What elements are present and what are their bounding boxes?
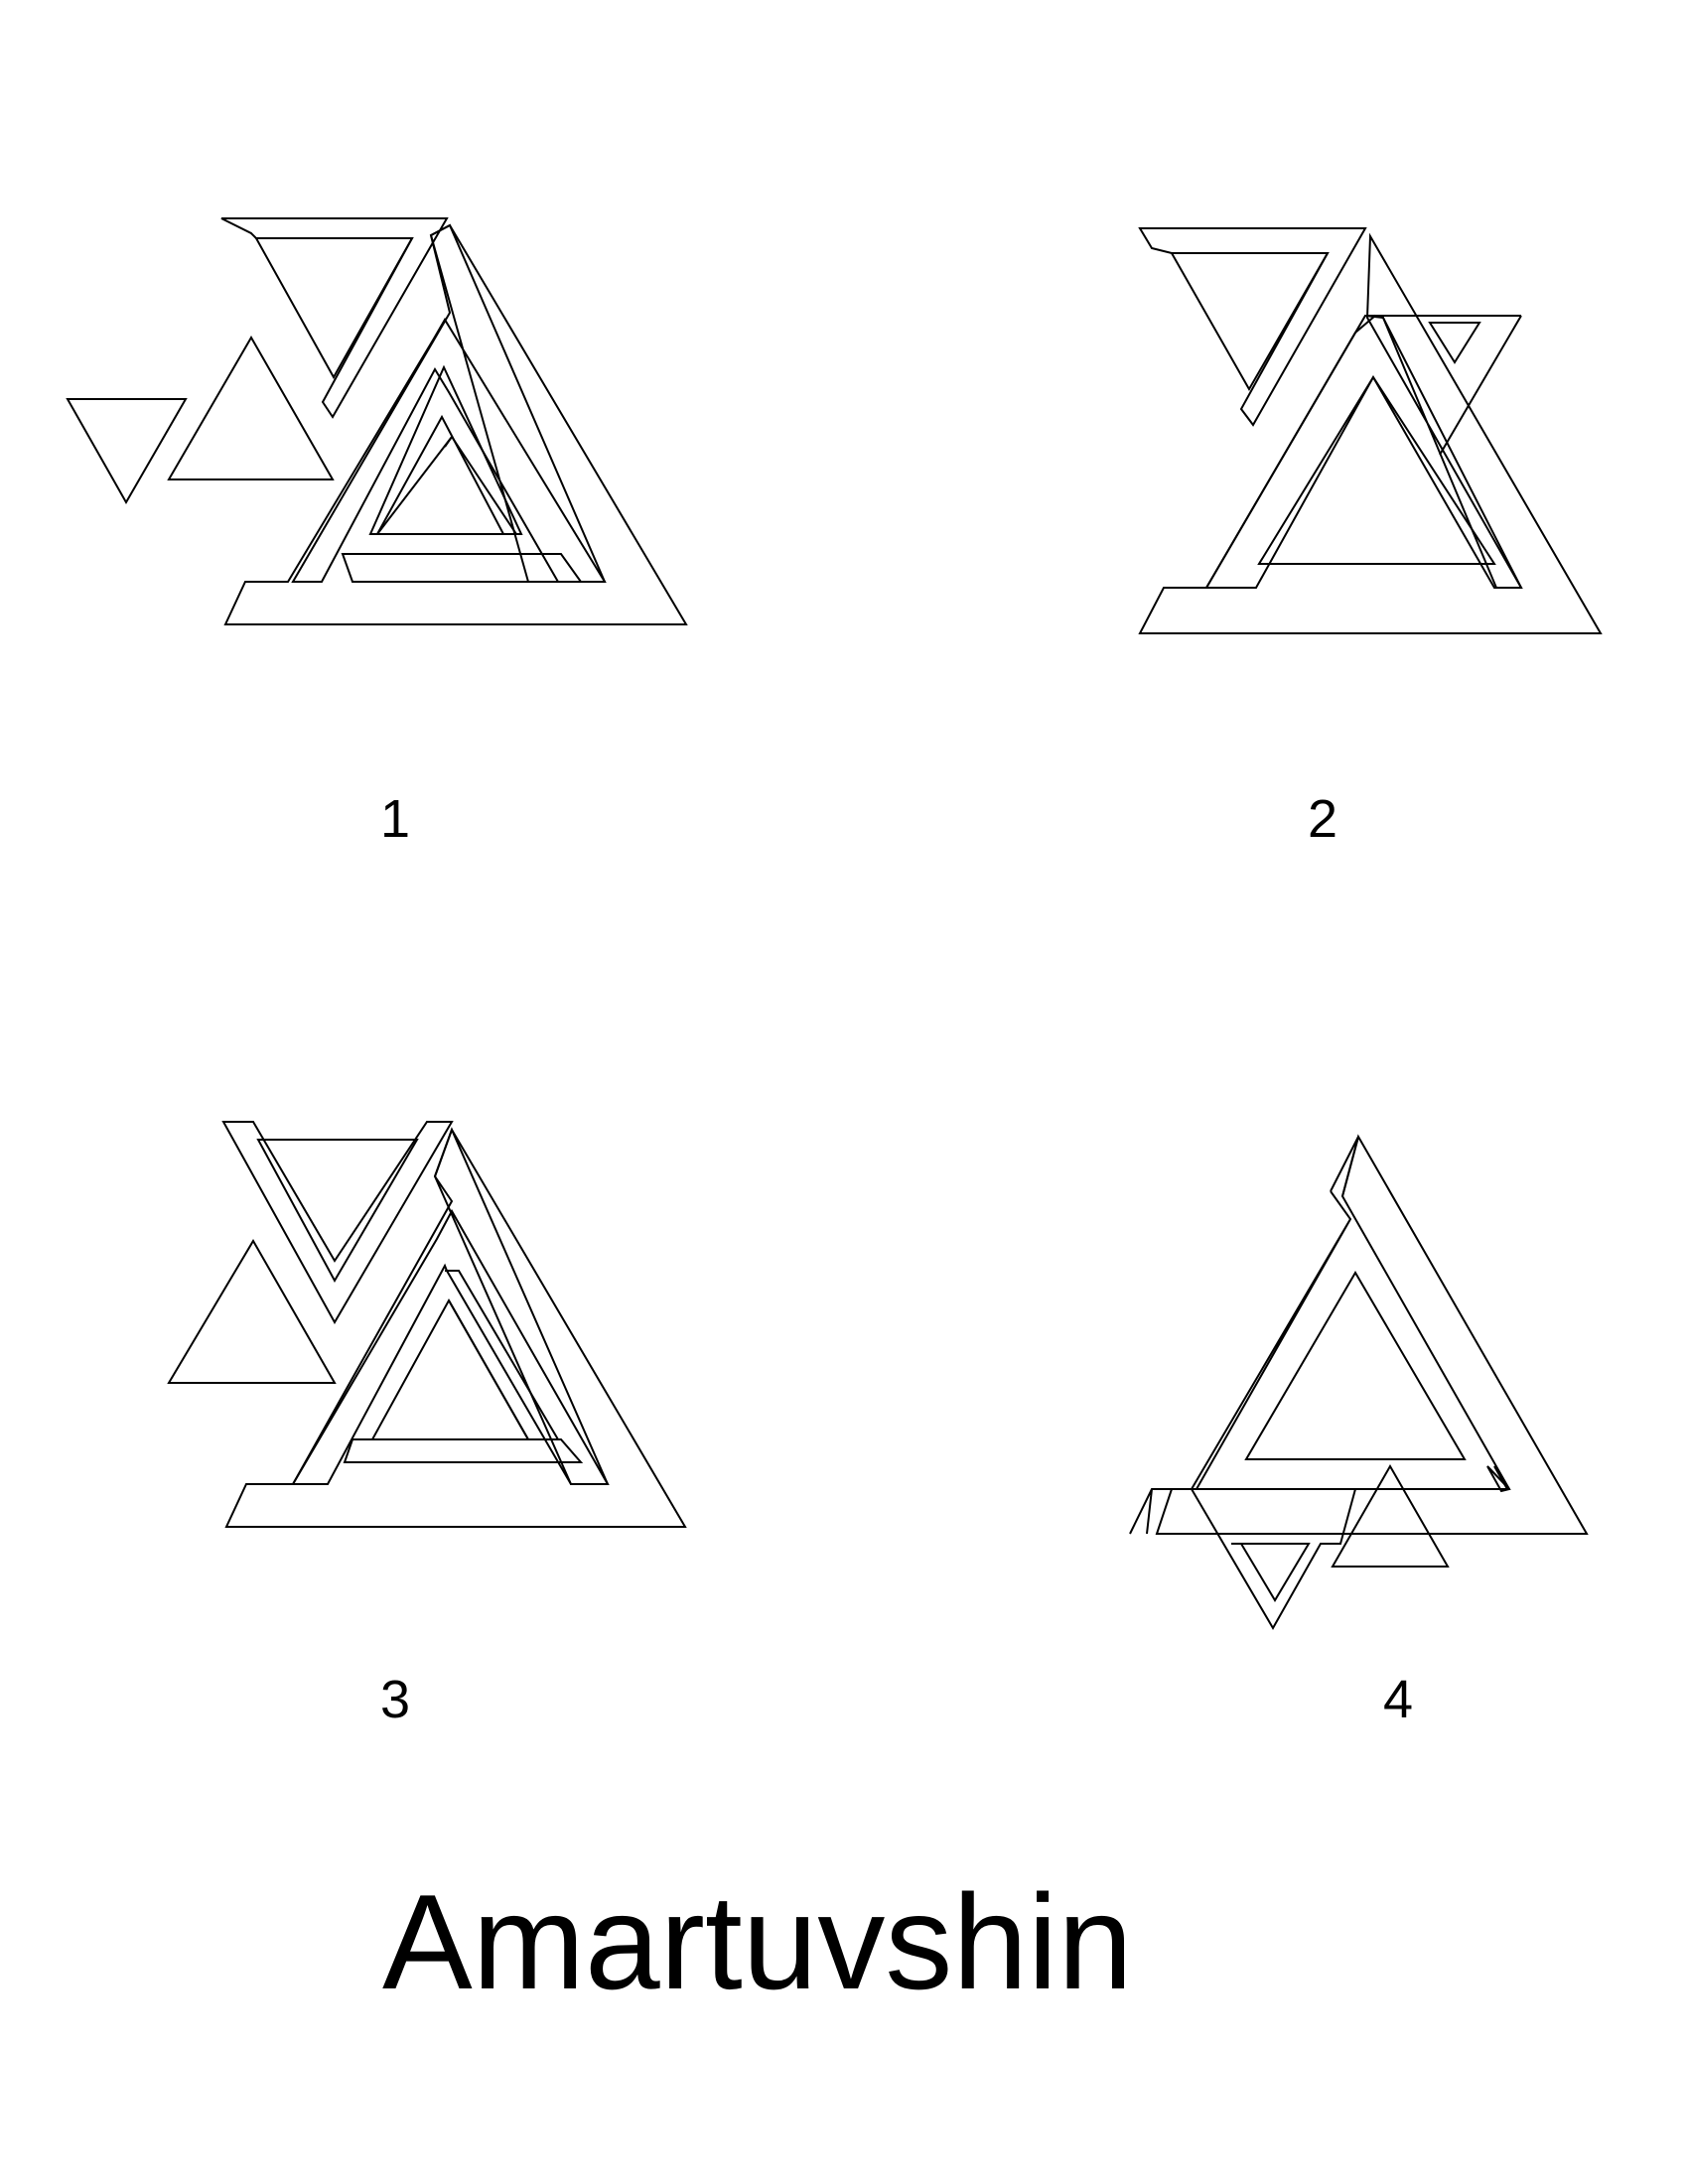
- figure-4-bar-outline: [1152, 1465, 1510, 1490]
- figure-2-overlay-triangle: [1367, 315, 1522, 456]
- figure-1-top-bar: [220, 217, 449, 419]
- figure-3-left-upright-triangle: [167, 1239, 337, 1384]
- figure-3-top-inverted-triangle: [256, 1139, 419, 1284]
- figure-2-outer-triangle: [1138, 232, 1603, 634]
- figure-4-label: 4: [1382, 1670, 1414, 1729]
- figure-2-top-bar: [1138, 227, 1367, 427]
- figure-1-design: [66, 217, 688, 625]
- figure-3-label: 3: [379, 1670, 411, 1729]
- figure-4-horizontal-bar: [1129, 1465, 1510, 1535]
- figure-4-inner-triangle: [1244, 1271, 1467, 1460]
- figure-3-top-zigzag: [221, 1121, 454, 1325]
- figure-1-middle-chevron: [291, 223, 607, 583]
- figure-4-design: [1129, 1134, 1589, 1631]
- figure-3-middle-frame: [291, 1127, 610, 1485]
- author-name: Amartuvshin: [382, 1866, 1133, 2017]
- figure-1-label: 1: [379, 789, 411, 849]
- figure-3-outer-triangle: [224, 1127, 687, 1528]
- figure-2-top-inverted-triangle: [1170, 252, 1330, 392]
- figure-3-inner-bar: [343, 1438, 584, 1463]
- figure-1-left-inverted-triangle: [66, 398, 188, 505]
- figure-2-inner-triangle: [1257, 375, 1496, 565]
- figure-1-inner-triangle: [374, 435, 518, 535]
- figure-4-outer-triangle: [1155, 1134, 1589, 1535]
- figure-4-lower-triangle: [1331, 1463, 1450, 1568]
- figure-1-inner-bar: [341, 553, 583, 583]
- figure-2-middle-frame: [1204, 314, 1523, 589]
- figure-3-inner-frame: [445, 1270, 560, 1440]
- figure-2-label: 2: [1307, 789, 1338, 849]
- figure-4-lower-inverted-triangle: [1239, 1543, 1311, 1602]
- figure-1-inner-frame: [368, 364, 523, 535]
- figure-4-lower-frame: [1191, 1488, 1356, 1631]
- figure-1-top-inverted-triangle: [254, 237, 414, 380]
- figure-2-design: [1138, 227, 1603, 634]
- figure-4-inner-frame: [1191, 1136, 1359, 1490]
- figure-3-design: [167, 1121, 687, 1528]
- figure-1-outer-triangle: [223, 223, 688, 625]
- figure-1-upright-triangle: [167, 335, 335, 480]
